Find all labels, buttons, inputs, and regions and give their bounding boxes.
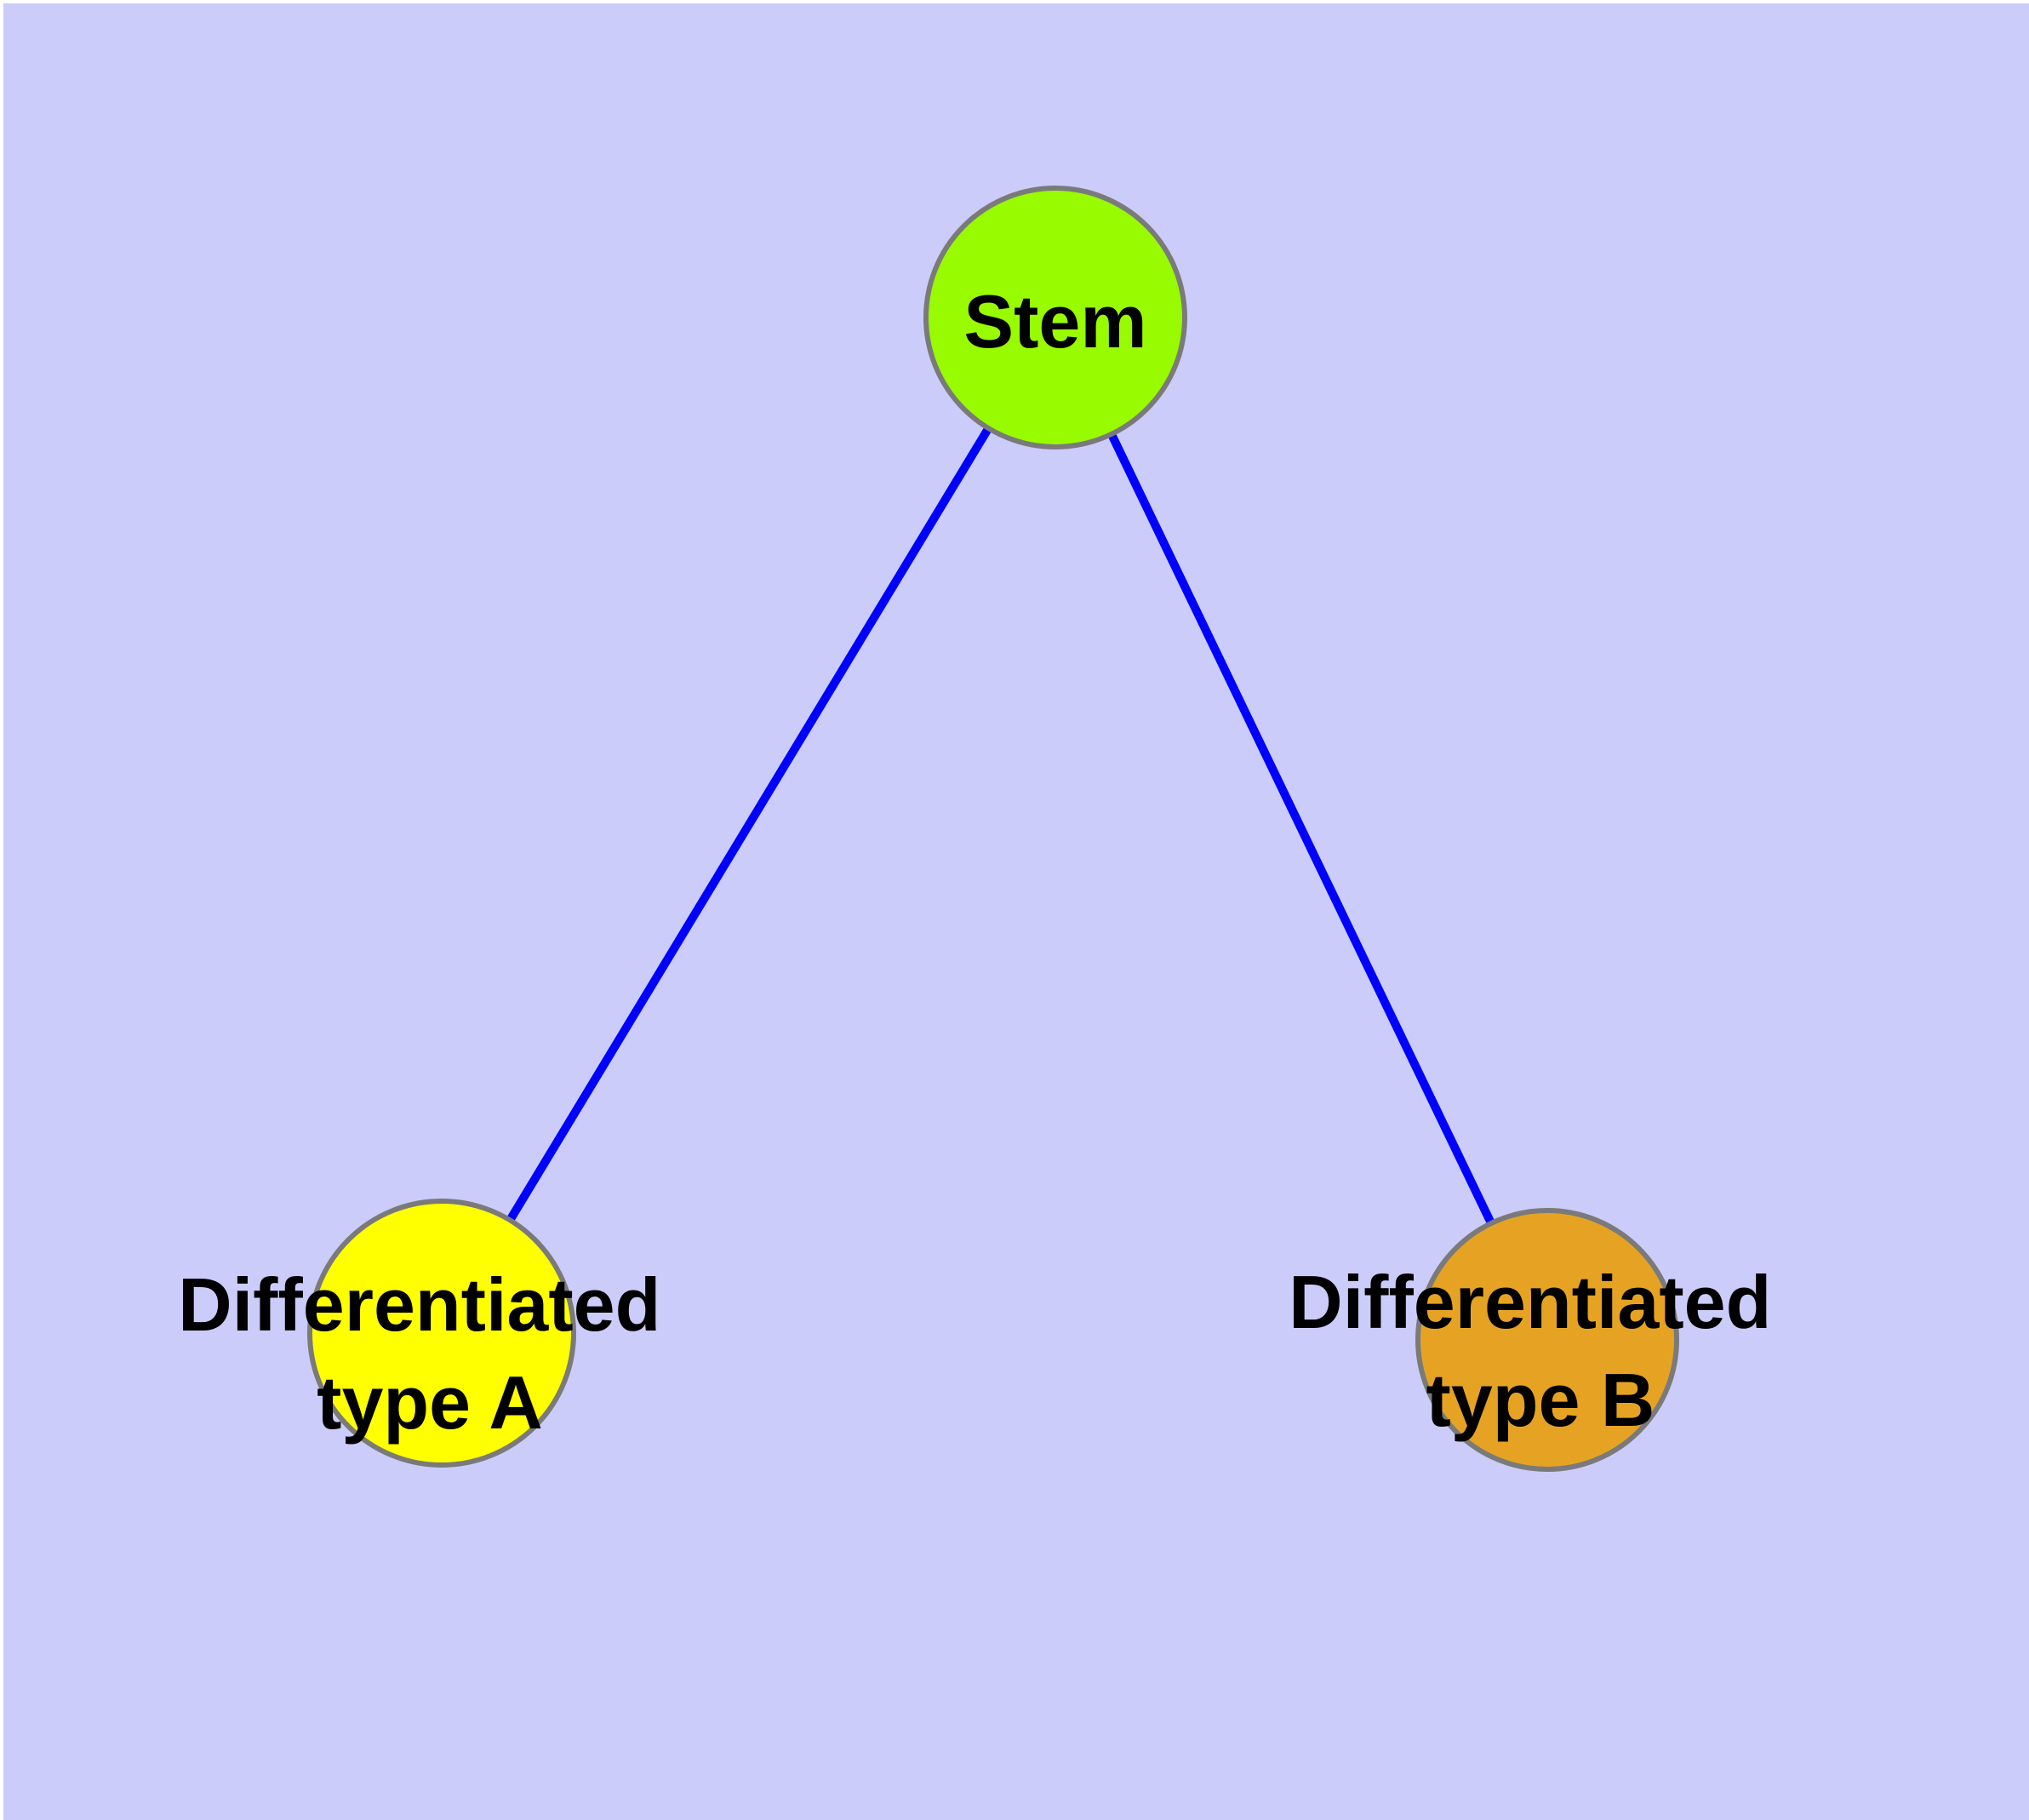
stem-label: Stem xyxy=(963,279,1146,363)
type-a-label-line2: type A xyxy=(317,1360,543,1445)
edge-stem-to-type-a xyxy=(437,315,1060,1336)
type-b-label-line1: Differentiated xyxy=(1289,1260,1771,1344)
type-a-node xyxy=(307,1199,576,1468)
type-b-node xyxy=(1415,1208,1679,1472)
type-b-label-line2: type B xyxy=(1426,1358,1655,1442)
type-b-label: Differentiated type B xyxy=(1289,1260,1792,1442)
type-a-label: Differentiated type A xyxy=(178,1262,682,1445)
stem-node xyxy=(923,186,1187,449)
type-a-label-line1: Differentiated xyxy=(178,1262,660,1347)
edge-stem-to-type-b xyxy=(1051,315,1552,1342)
